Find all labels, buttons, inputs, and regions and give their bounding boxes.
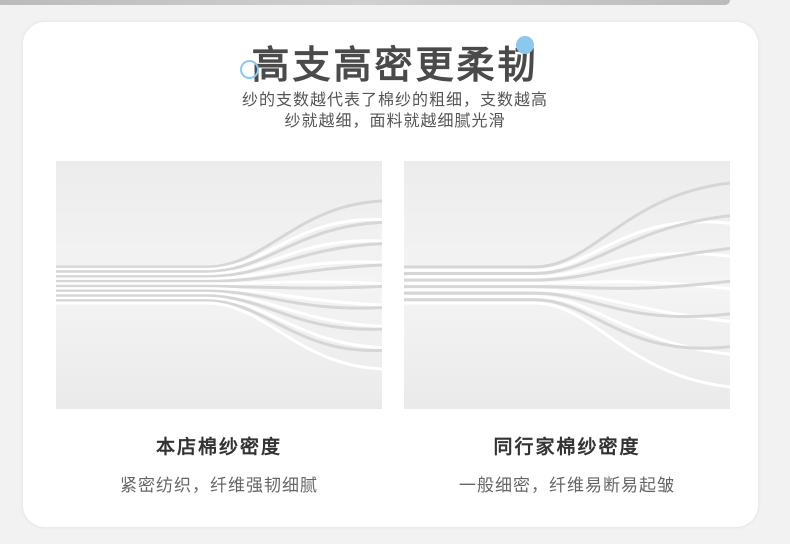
yarn-fiber [56, 299, 383, 352]
yarn-fiber [56, 294, 383, 331]
top-decor-strip [0, 0, 730, 5]
yarn-fiber [56, 291, 383, 328]
yarn-fiber [56, 280, 383, 286]
yarn-image-competitor [404, 161, 731, 409]
yarn-fiber [56, 287, 383, 307]
yarn-fiber [56, 242, 383, 279]
caption-title: 同行家棉纱密度 [493, 436, 641, 458]
yarn-fiber [56, 260, 383, 281]
yarn-fiber [56, 284, 383, 290]
subtitle-line-2: 纱就越细，面料就越细腻光滑 [284, 111, 506, 130]
yarn-fiber [56, 239, 383, 276]
yarn-fiber [56, 218, 383, 271]
decor-circle-filled [516, 36, 534, 54]
yarn-fiber [404, 298, 731, 350]
yarn-fiber [56, 263, 383, 283]
yarn-fiber [56, 296, 383, 350]
yarn-fiber [404, 301, 731, 389]
yarn-fiber [404, 246, 731, 282]
caption-competitor: 同行家棉纱密度 一般细密，纤维易断易起皱 [404, 432, 730, 496]
yarn-fiber [404, 291, 731, 319]
page-title: 高支高密更柔韧 [251, 43, 539, 87]
yarn-fiber [404, 214, 731, 276]
yarn-image-ours [56, 161, 383, 409]
decor-circle-outline [240, 60, 259, 79]
yarn-fiber [56, 220, 383, 274]
caption-ours: 本店棉纱密度 紧密纺织，纤维强韧细腻 [56, 432, 382, 496]
subtitle-line-1: 纱的支数越代表了棉纱的粗细，支数越高 [241, 90, 548, 109]
caption-title: 本店棉纱密度 [155, 436, 282, 458]
yarn-fiber [404, 220, 731, 272]
yarn-fiber [56, 301, 383, 371]
yarn-fiber [56, 289, 383, 310]
caption-desc: 紧密纺织，纤维强韧细腻 [120, 476, 318, 496]
yarn-fiber [404, 279, 731, 290]
yarn-fiber [404, 181, 731, 269]
caption-desc: 一般细密，纤维易断易起皱 [459, 476, 675, 496]
yarn-fiber [56, 199, 383, 269]
